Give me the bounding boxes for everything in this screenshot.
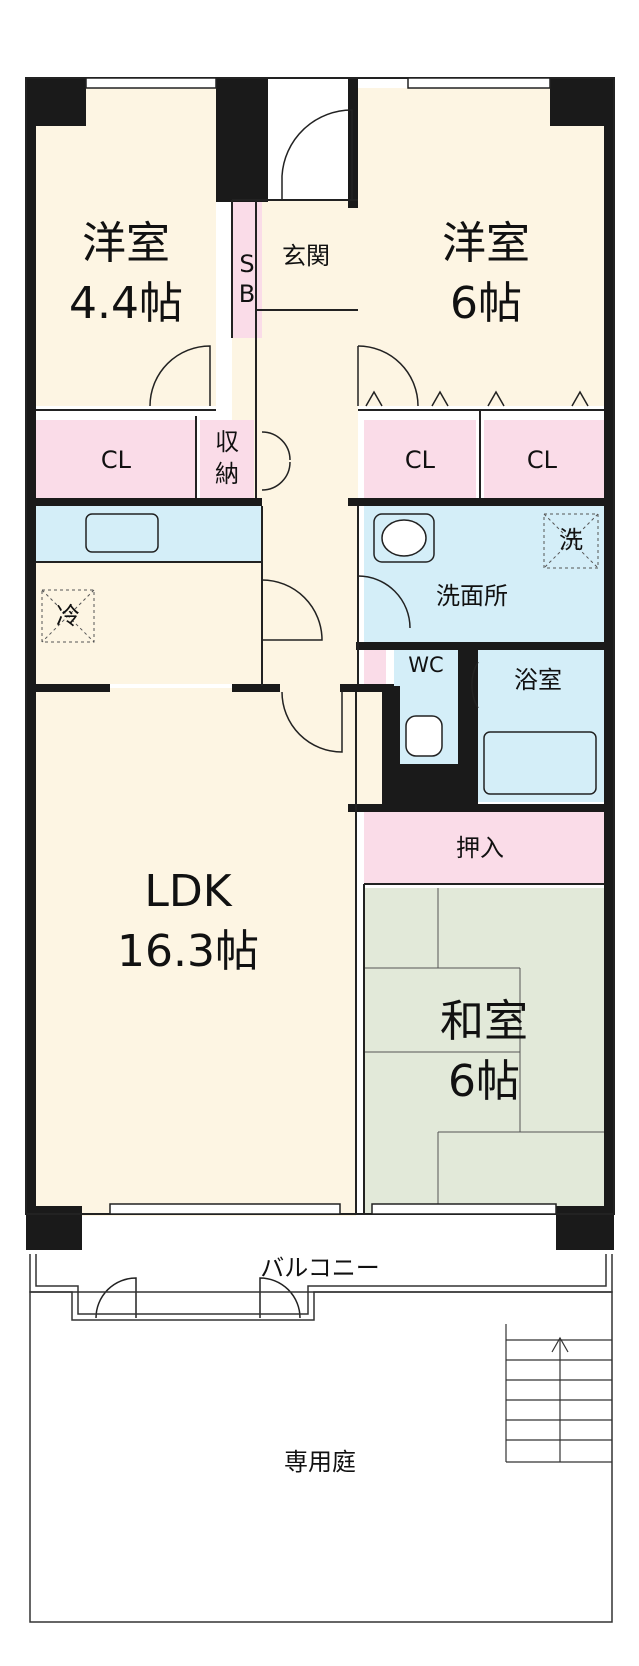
washer-box xyxy=(543,513,599,569)
stairs xyxy=(505,1324,612,1463)
closet-right-label: CL xyxy=(527,446,558,474)
japanese-name: 和室 xyxy=(440,996,528,1047)
western-room-left-floor xyxy=(36,88,216,406)
kitchen-floor xyxy=(36,562,262,684)
oshiire-label: 押入 xyxy=(456,834,504,862)
toilet-tank xyxy=(405,715,443,757)
closet-mid-label: CL xyxy=(405,446,436,474)
garden-label: 専用庭 xyxy=(284,1448,356,1476)
storage-door xyxy=(261,431,291,491)
bath-door xyxy=(471,661,479,709)
oshiire-area xyxy=(364,812,604,884)
closet-fold-marks xyxy=(365,390,589,407)
kitchen-sink xyxy=(85,513,159,553)
entrance-door xyxy=(281,109,353,200)
ldk-door xyxy=(281,691,343,753)
fridge-box xyxy=(41,589,95,643)
storage-area xyxy=(200,420,254,498)
closet-mid-area xyxy=(364,420,476,498)
japanese-size: 6帖 xyxy=(448,1056,520,1107)
storage-label-2: 納 xyxy=(215,460,239,488)
closet-left-label: CL xyxy=(101,446,132,474)
washer-label: 洗 xyxy=(559,526,583,554)
balcony-door-1 xyxy=(95,1277,137,1319)
western-left-size: 4.4帖 xyxy=(69,278,183,329)
shoebox-s: S xyxy=(239,250,254,278)
shoebox-b: B xyxy=(239,280,255,308)
ldk-name: LDK xyxy=(144,866,232,917)
washroom-door xyxy=(357,575,411,629)
fixtures xyxy=(85,513,597,795)
bathroom-label: 浴室 xyxy=(514,666,562,694)
ldk-size: 16.3帖 xyxy=(117,926,259,977)
ldk-floor-top xyxy=(262,686,382,808)
windows xyxy=(85,77,557,1215)
fridge-label: 冷 xyxy=(56,602,80,630)
stairs-arrow-icon xyxy=(551,1336,569,1353)
tatami-lines xyxy=(364,888,604,1214)
balcony-label: バルコニー xyxy=(260,1254,380,1282)
japanese-room-floor xyxy=(364,888,604,1214)
balcony-door-2 xyxy=(259,1277,301,1319)
storage-label-1: 収 xyxy=(215,428,239,456)
toilet-label: WC xyxy=(408,653,443,677)
closet-left-area xyxy=(36,420,196,498)
western-left-door xyxy=(149,345,211,407)
western-room-right-floor xyxy=(358,88,604,406)
appliance-boxes xyxy=(41,513,599,643)
western-right-size: 6帖 xyxy=(450,278,522,329)
western-right-name: 洋室 xyxy=(442,218,530,269)
entrance-label: 玄関 xyxy=(282,242,330,270)
bathtub xyxy=(483,731,597,795)
western-right-door xyxy=(357,345,419,407)
entrance-floor xyxy=(256,200,358,310)
garden-outline xyxy=(29,1291,613,1623)
kitchen-door xyxy=(261,579,323,641)
door-arcs xyxy=(95,109,479,1319)
closet-right-area xyxy=(484,420,604,498)
washroom-label: 洗面所 xyxy=(436,582,508,610)
pipe-space xyxy=(364,650,386,684)
western-left-name: 洋室 xyxy=(82,218,170,269)
